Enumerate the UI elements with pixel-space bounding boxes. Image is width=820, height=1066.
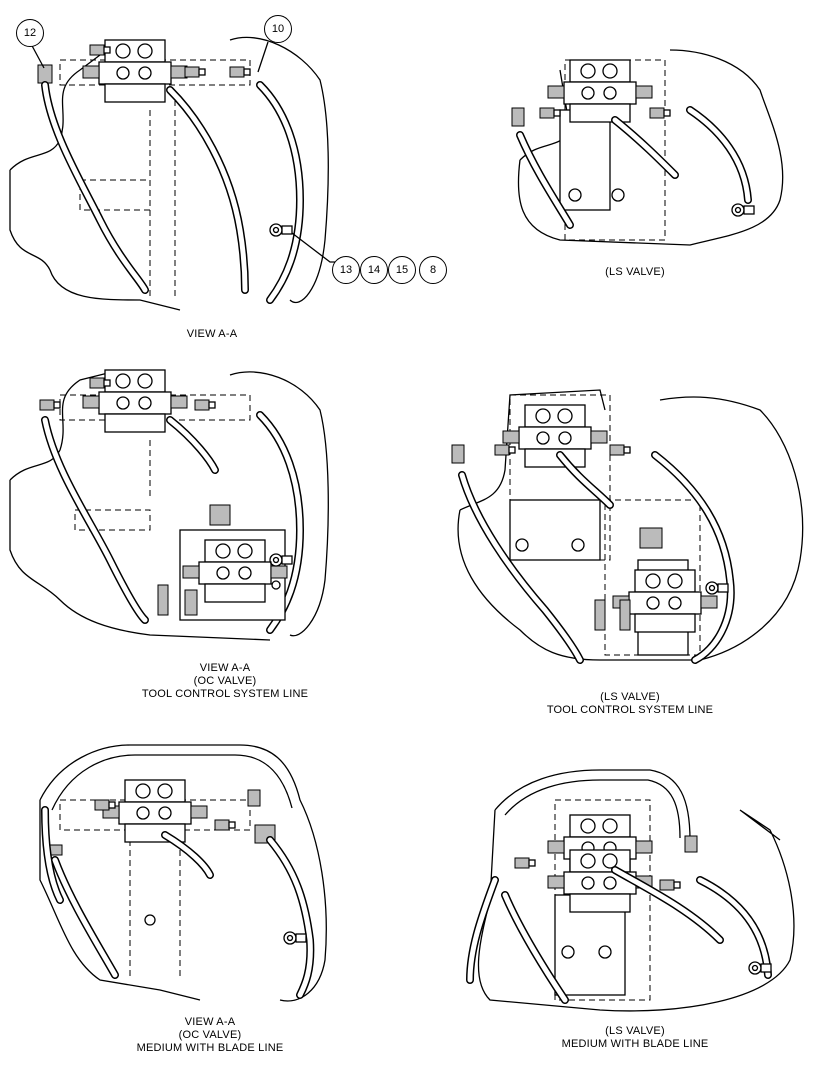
callout-14: 14 [360, 256, 388, 284]
callout-13: 13 [332, 256, 360, 284]
caption-ls-medium-blade: (LS VALVE) MEDIUM WITH BLADE LINE [530, 1025, 740, 1051]
caption-line: VIEW A-A [199, 662, 251, 674]
caption-line: TOOL CONTROL SYSTEM LINE [141, 688, 309, 700]
caption-line: (OC VALVE) [193, 675, 257, 687]
caption-line: (LS VALVE) [600, 691, 660, 703]
view-a-a-oc-tool-control [9, 369, 329, 641]
callout-8: 8 [419, 256, 447, 284]
caption-ls-tool-control: (LS VALVE) TOOL CONTROL SYSTEM LINE [520, 691, 740, 717]
caption-line: (OC VALVE) [178, 1029, 242, 1041]
caption-oc-medium-blade: VIEW A-A (OC VALVE) MEDIUM WITH BLADE LI… [100, 1016, 320, 1055]
caption-line: (LS VALVE) [605, 1025, 665, 1037]
view-ls-medium-blade [466, 769, 795, 1012]
caption-line: VIEW A-A [184, 1016, 236, 1028]
callout-12: 12 [16, 19, 44, 47]
callout-15: 15 [388, 256, 416, 284]
callout-10: 10 [264, 15, 292, 43]
caption-line: VIEW A-A [186, 328, 238, 340]
caption-view-a-a: VIEW A-A [162, 328, 262, 341]
caption-ls-valve: (LS VALVE) [580, 266, 690, 279]
view-ls-valve [511, 49, 784, 246]
caption-line: TOOL CONTROL SYSTEM LINE [546, 704, 714, 716]
caption-line: MEDIUM WITH BLADE LINE [136, 1042, 284, 1054]
view-a-a-main [9, 36, 335, 311]
view-a-a-oc-medium-blade [39, 744, 327, 1002]
caption-line: MEDIUM WITH BLADE LINE [561, 1038, 709, 1050]
view-ls-tool-control [451, 389, 804, 664]
caption-oc-tool-control: VIEW A-A (OC VALVE) TOOL CONTROL SYSTEM … [120, 662, 330, 701]
caption-line: (LS VALVE) [605, 266, 665, 278]
